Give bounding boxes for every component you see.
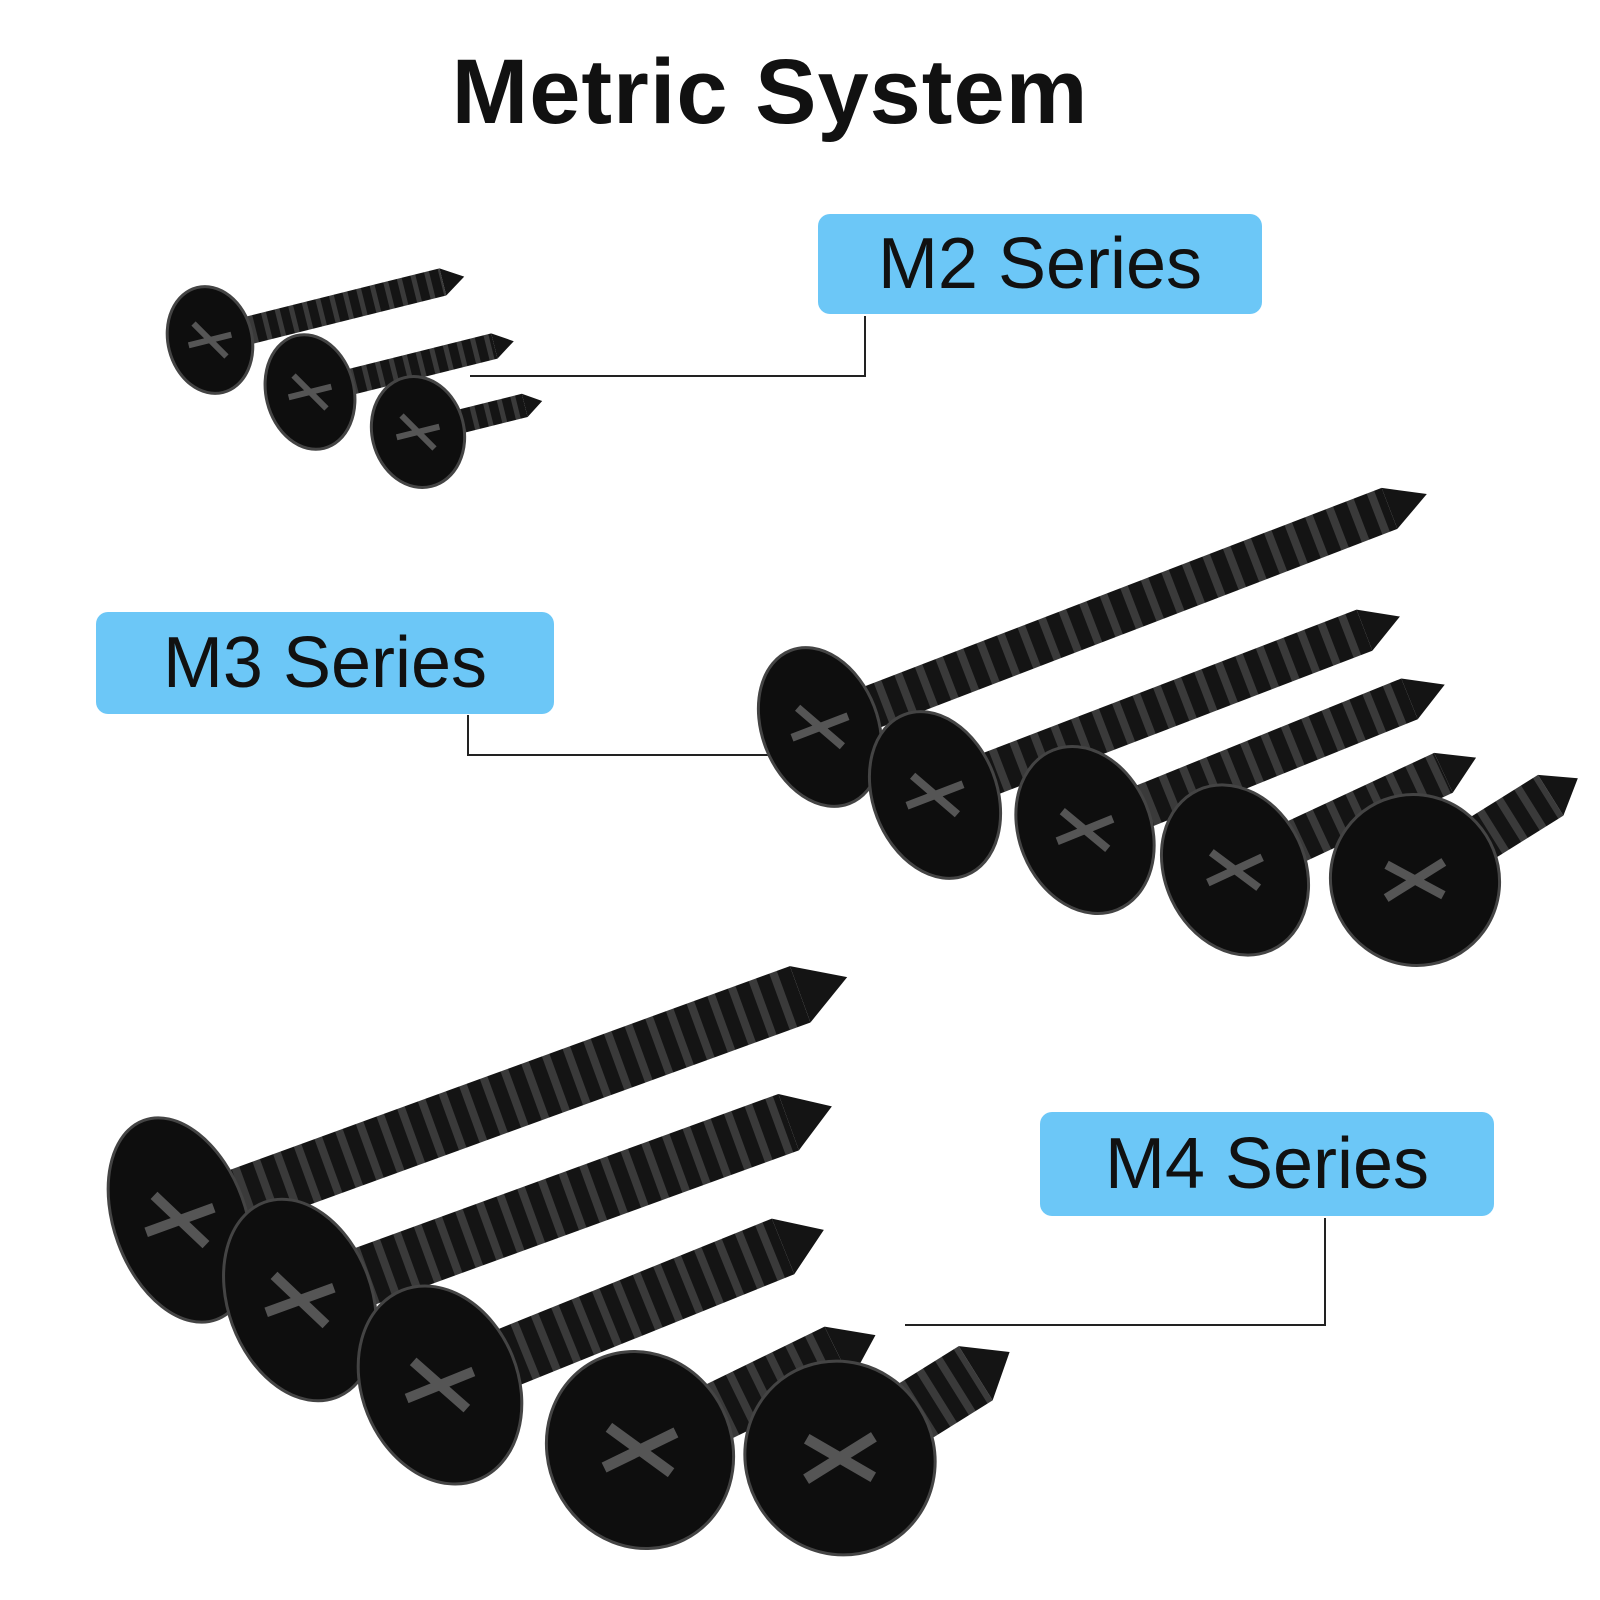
m2-screw-group — [165, 268, 543, 489]
m2-series-label: M2 Series — [818, 214, 1262, 314]
leader-line-m3 — [467, 715, 820, 756]
leader-lines — [467, 316, 1326, 1326]
m3-series-label: M3 Series — [96, 612, 554, 714]
page-title: Metric System — [451, 41, 1089, 143]
m4-series-label: M4 Series — [1040, 1112, 1494, 1216]
m4-screw-group — [106, 966, 1010, 1557]
leader-line-m2 — [470, 316, 866, 377]
m2-series-label-text: M2 Series — [877, 224, 1203, 304]
m3-screw-group — [756, 487, 1578, 967]
m3-series-label-text: M3 Series — [162, 623, 488, 703]
leader-line-m4 — [905, 1218, 1326, 1326]
m4-series-label-text: M4 Series — [1104, 1124, 1430, 1204]
